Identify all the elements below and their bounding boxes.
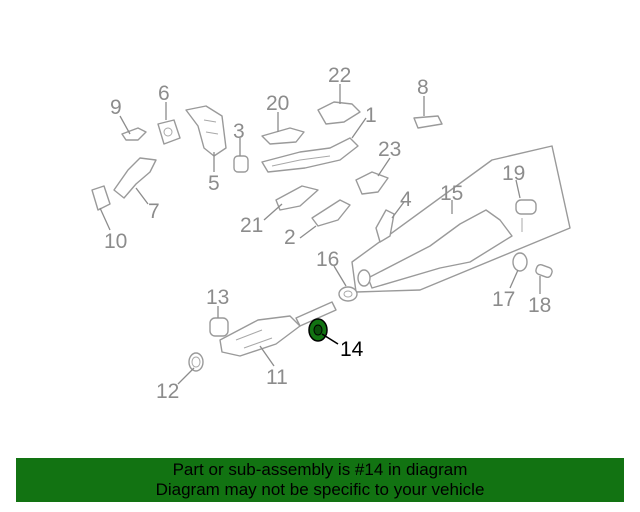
callout-1: 1: [365, 104, 377, 127]
part-19-tip[interactable]: [515, 199, 537, 232]
callout-2: 2: [284, 226, 296, 249]
part-8-hanger[interactable]: [413, 115, 443, 129]
part-15-muffler[interactable]: [357, 209, 513, 289]
callout-11: 11: [266, 366, 288, 389]
callout-23: 23: [378, 138, 401, 161]
part-17-ring[interactable]: [512, 252, 528, 272]
part-11-catalytic-converter[interactable]: [219, 301, 337, 357]
exhaust-parts-diagram: 1 2 3 4 5 6 7 8 9 10 11 12 13 14 15 16 1…: [91, 64, 571, 403]
callout-14: 14: [340, 338, 364, 361]
part-21-heat-shield[interactable]: [275, 185, 319, 211]
part-12-ring-gasket[interactable]: [188, 352, 204, 372]
part-9-gasket[interactable]: [121, 127, 147, 141]
callout-labels: 1 2 3 4 5 6 7 8 9 10 11 12 13 14 15 16 1…: [104, 64, 551, 403]
callout-19: 19: [502, 162, 525, 185]
part-22-catalytic-converter[interactable]: [317, 101, 361, 125]
part-2-heat-shield[interactable]: [311, 199, 351, 227]
callout-4: 4: [400, 188, 412, 211]
callout-5: 5: [208, 172, 220, 195]
callout-3: 3: [233, 120, 245, 143]
part-20-heat-shield[interactable]: [261, 127, 305, 145]
callout-17: 17: [492, 288, 515, 311]
callout-8: 8: [417, 76, 429, 99]
part-1-front-pipe[interactable]: [261, 137, 359, 173]
callout-22: 22: [328, 64, 351, 87]
callout-21: 21: [240, 214, 263, 237]
callout-20: 20: [266, 92, 289, 115]
part-13-sleeve[interactable]: [209, 317, 229, 337]
leader-lines: [99, 84, 541, 385]
callout-6: 6: [158, 82, 170, 105]
callout-16: 16: [316, 248, 339, 271]
banner-line-disclaimer: Diagram may not be specific to your vehi…: [155, 480, 485, 499]
part-16-flange-gasket[interactable]: [338, 286, 358, 302]
part-4-bracket[interactable]: [375, 209, 395, 243]
callout-13: 13: [206, 286, 229, 309]
banner-line-part: Part or sub-assembly is #14 in diagram: [172, 460, 468, 479]
part-10-flange-gasket[interactable]: [91, 185, 111, 211]
part-14-highlighted[interactable]: [308, 318, 328, 342]
part-18-cushion[interactable]: [535, 263, 553, 279]
part-5-manifold[interactable]: [185, 105, 227, 157]
callout-10: 10: [104, 230, 127, 253]
callout-15: 15: [440, 182, 463, 205]
part-6-manifold-gasket[interactable]: [157, 119, 181, 145]
part-23-heat-shield[interactable]: [355, 171, 389, 195]
part-info-banner: Part or sub-assembly is #14 in diagram D…: [16, 458, 624, 502]
callout-9: 9: [110, 96, 122, 119]
callout-18: 18: [528, 294, 551, 317]
callout-12: 12: [156, 380, 179, 403]
part-3-gasket[interactable]: [233, 155, 249, 173]
callout-7: 7: [148, 200, 160, 223]
part-7-manifold-pipe[interactable]: [113, 157, 157, 199]
